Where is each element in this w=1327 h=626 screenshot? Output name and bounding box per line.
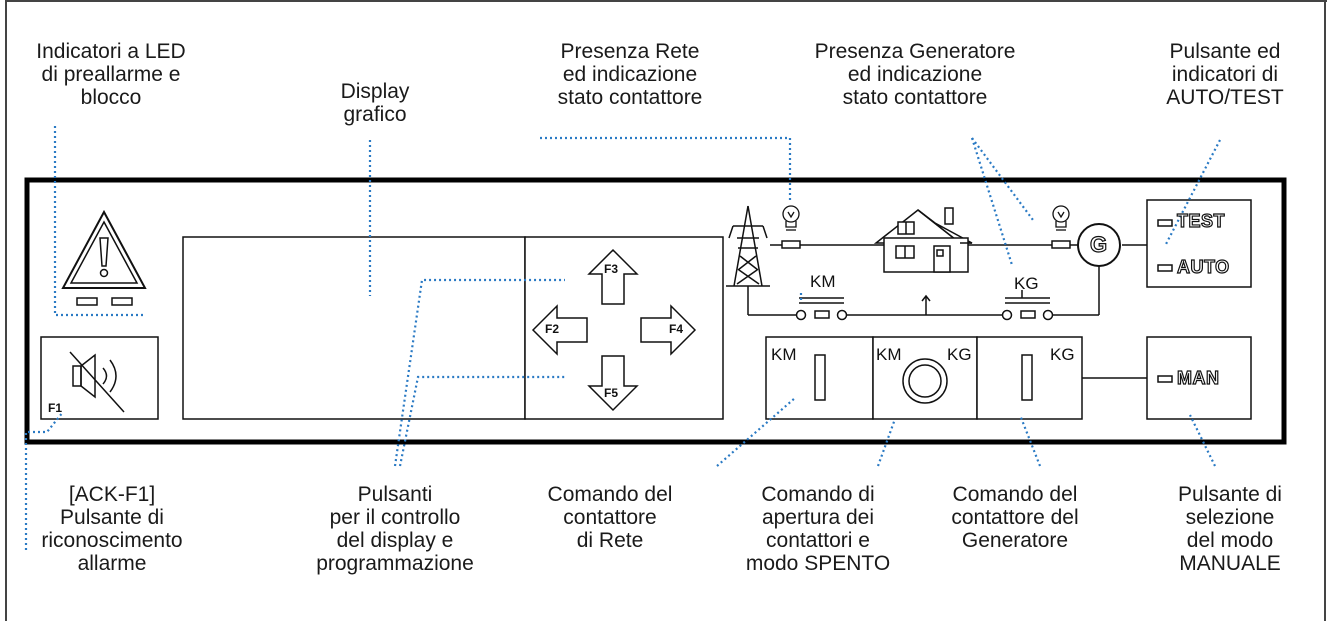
led-block <box>111 297 133 306</box>
kg-label: KG <box>1014 274 1039 293</box>
f5-label: F5 <box>604 386 619 400</box>
kg-button-label: KG <box>1050 345 1075 364</box>
man-label: MAN <box>1176 367 1220 388</box>
house-icon <box>873 207 973 273</box>
kg-contact <box>1020 310 1036 319</box>
left-arrow-icon[interactable] <box>531 304 588 356</box>
f1-label: F1 <box>48 401 63 415</box>
off-km-label: KM <box>876 345 902 364</box>
speaker-mute-icon <box>69 351 125 413</box>
km-button-label: KM <box>771 345 797 364</box>
bulb-generatore-icon <box>1052 205 1070 231</box>
km-lever-icon <box>814 354 826 401</box>
generator-letter: G <box>1089 231 1108 257</box>
panel-border <box>24 177 1287 445</box>
leader-lines <box>24 126 1221 550</box>
led-rete <box>781 240 801 249</box>
ack-f1-button[interactable] <box>40 336 159 420</box>
pylon-icon <box>726 205 770 287</box>
km-label: KM <box>810 272 836 291</box>
kg-lever-icon <box>1021 354 1033 401</box>
led-auto <box>1157 264 1173 272</box>
led-prealarm <box>76 297 98 306</box>
test-label: TEST <box>1176 210 1226 231</box>
auto-label: AUTO <box>1176 256 1230 277</box>
f3-label: F3 <box>604 262 619 276</box>
f2-label: F2 <box>545 322 560 336</box>
led-test <box>1157 219 1173 227</box>
bulb-rete-icon <box>782 205 800 231</box>
led-man <box>1157 375 1173 383</box>
graphic-display <box>182 236 526 420</box>
warning-icon <box>61 209 147 289</box>
down-arrow-icon[interactable] <box>587 355 639 412</box>
up-arrow-icon[interactable] <box>587 248 639 305</box>
off-kg-label: KG <box>947 345 972 364</box>
f4-label: F4 <box>669 322 684 336</box>
auto-test-button[interactable] <box>1146 199 1252 288</box>
right-arrow-icon[interactable] <box>640 304 697 356</box>
led-generatore <box>1051 240 1071 249</box>
km-contact <box>814 310 830 319</box>
